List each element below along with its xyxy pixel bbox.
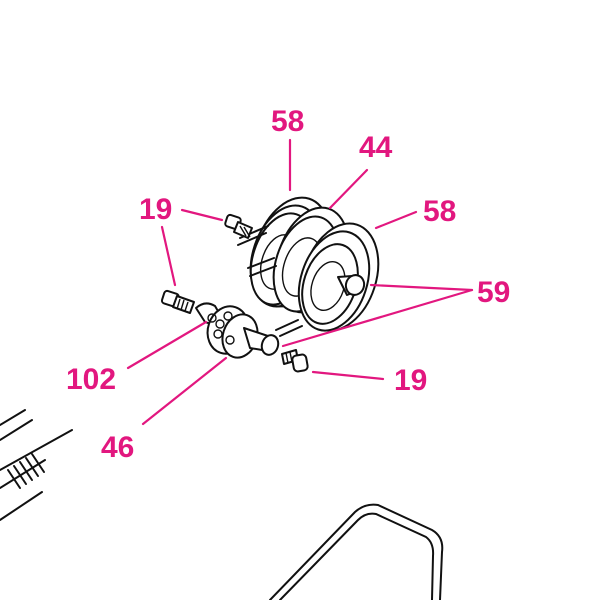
screw-19-top	[224, 213, 253, 239]
callout-labels: 58 44 58 19 59 102 19 46	[66, 105, 510, 464]
leader-44	[328, 168, 369, 210]
housing-outline	[269, 503, 444, 600]
leader-19-bottom	[311, 370, 385, 381]
pulley-58-front	[297, 222, 380, 332]
leader-46	[141, 356, 228, 426]
callout-44: 44	[359, 131, 393, 164]
leader-19-top-b	[160, 225, 177, 287]
leader-19-top-a	[180, 208, 224, 222]
leader-lines	[126, 138, 474, 426]
callout-102: 102	[66, 363, 116, 396]
screw-19-left	[160, 289, 195, 314]
leader-59-a	[369, 283, 474, 292]
shaft-bracket-46	[195, 302, 280, 359]
callout-19-top: 19	[139, 193, 172, 226]
leader-58-right	[374, 210, 418, 230]
screw-19-bottom	[281, 349, 309, 373]
background-frame-lines	[0, 409, 73, 521]
leader-102	[126, 320, 208, 370]
leader-59-b	[281, 288, 474, 348]
callout-59: 59	[477, 276, 510, 309]
callout-58-right: 58	[423, 195, 456, 228]
callout-19-bottom: 19	[394, 364, 427, 397]
callout-46: 46	[101, 431, 134, 464]
chain-link-102	[207, 311, 235, 345]
callout-58-top: 58	[271, 105, 304, 138]
